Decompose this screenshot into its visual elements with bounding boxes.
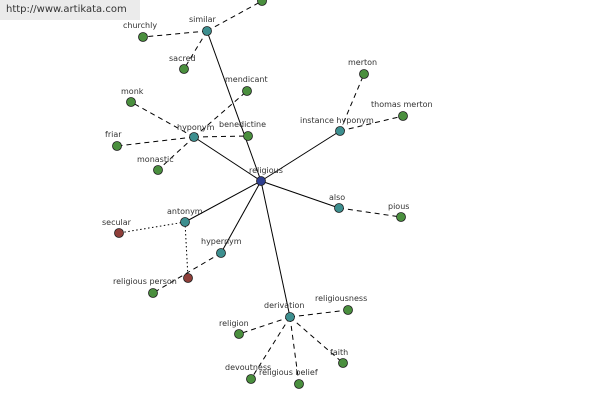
- label-monastic[interactable]: monastic: [137, 155, 174, 164]
- labels-layer: religious similar hyponym instance hyponym a…: [102, 15, 433, 377]
- edge-antonym-to-religious-person-node: [184, 221, 189, 279]
- label-religious[interactable]: religious: [249, 166, 283, 175]
- label-merton[interactable]: merton: [348, 58, 377, 67]
- nodes-layer: [112, 0, 408, 389]
- node-instance-hyponym[interactable]: [335, 126, 345, 136]
- edge-derivation-to-religious-belief: [289, 316, 300, 385]
- edge-antonym-to-secular: [118, 221, 186, 234]
- label-sacred[interactable]: sacred: [169, 54, 196, 63]
- edge-derivation-to-faith: [289, 316, 344, 364]
- node-devoutness[interactable]: [246, 374, 256, 384]
- node-also[interactable]: [334, 203, 344, 213]
- edge-hyponym-to-benedictine: [193, 135, 249, 138]
- node-mendicant[interactable]: [242, 86, 252, 96]
- node-monk[interactable]: [126, 97, 136, 107]
- node-similar[interactable]: [202, 26, 212, 36]
- label-religion[interactable]: religion: [219, 319, 249, 328]
- node-secular[interactable]: [114, 228, 124, 238]
- node-thomas-merton[interactable]: [398, 111, 408, 121]
- label-faith[interactable]: faith: [330, 348, 348, 357]
- node-sacred[interactable]: [179, 64, 189, 74]
- node-religious-person-node[interactable]: [183, 273, 193, 283]
- node-hyponym[interactable]: [189, 132, 199, 142]
- node-hypernym[interactable]: [216, 248, 226, 258]
- node-monastic[interactable]: [153, 165, 163, 175]
- label-religious-belief[interactable]: religious belief: [259, 368, 318, 377]
- label-friar[interactable]: friar: [105, 130, 122, 139]
- edge-hyponym-to-mendicant: [193, 90, 248, 138]
- edge-religious-to-similar: [206, 30, 262, 182]
- edge-religious-to-antonym: [184, 180, 262, 223]
- node-top-cut[interactable]: [257, 0, 267, 6]
- node-religious-belief[interactable]: [294, 379, 304, 389]
- edge-derivation-to-religiousness: [289, 309, 349, 318]
- node-benedictine[interactable]: [243, 131, 253, 141]
- label-hyponym[interactable]: hyponym: [177, 123, 215, 132]
- edge-hyponym-to-monastic: [157, 136, 195, 171]
- label-monk[interactable]: monk: [121, 87, 144, 96]
- label-instance-hyponym[interactable]: instance hyponym: [300, 116, 374, 125]
- node-derivation[interactable]: [285, 312, 295, 322]
- label-religiousness[interactable]: religiousness: [315, 294, 367, 303]
- edge-instance-hyponym-to-thomas-merton: [339, 115, 404, 132]
- label-antonym[interactable]: antonym: [167, 207, 203, 216]
- node-pious[interactable]: [396, 212, 406, 222]
- label-religious-person[interactable]: religious person: [113, 277, 177, 286]
- label-pious[interactable]: pious: [388, 202, 409, 211]
- label-mendicant[interactable]: mendicant: [225, 75, 268, 84]
- edge-religious-to-derivation: [260, 180, 291, 318]
- label-devoutness[interactable]: devoutness: [225, 363, 271, 372]
- label-thomas-merton[interactable]: thomas merton: [371, 100, 433, 109]
- edge-hypernym-to-religious-person: [152, 252, 222, 294]
- edge-similar-to-churchly: [142, 30, 208, 38]
- node-religious[interactable]: [256, 176, 266, 186]
- edges-layer: [116, 0, 404, 385]
- edge-religious-to-instance-hyponym: [260, 130, 341, 182]
- edge-religious-to-also: [260, 180, 340, 209]
- edge-hyponym-to-monk: [130, 101, 195, 138]
- edge-similar-to-sacred: [183, 30, 208, 70]
- label-similar[interactable]: similar: [189, 15, 217, 24]
- node-friar[interactable]: [112, 141, 122, 151]
- edge-hyponym-to-friar: [116, 136, 195, 147]
- edge-also-to-pious: [338, 207, 402, 218]
- node-faith[interactable]: [338, 358, 348, 368]
- edge-derivation-to-devoutness: [250, 316, 291, 380]
- label-also[interactable]: also: [329, 193, 345, 202]
- node-churchly[interactable]: [138, 32, 148, 42]
- node-religiousness[interactable]: [343, 305, 353, 315]
- label-derivation[interactable]: derivation: [264, 301, 304, 310]
- label-churchly[interactable]: churchly: [123, 21, 157, 30]
- node-religious-person[interactable]: [148, 288, 158, 298]
- label-secular[interactable]: secular: [102, 218, 132, 227]
- node-merton[interactable]: [359, 69, 369, 79]
- edge-similar-to-top-cut: [206, 0, 263, 32]
- edge-religious-to-hypernym: [220, 180, 262, 254]
- node-antonym[interactable]: [180, 217, 190, 227]
- label-benedictine[interactable]: benedictine: [219, 120, 266, 129]
- site-url[interactable]: http://www.artikata.com: [0, 0, 140, 20]
- edge-religious-to-hyponym: [193, 136, 262, 182]
- edge-instance-hyponym-to-merton: [339, 73, 365, 132]
- node-religion[interactable]: [234, 329, 244, 339]
- label-hypernym[interactable]: hypernym: [201, 237, 242, 246]
